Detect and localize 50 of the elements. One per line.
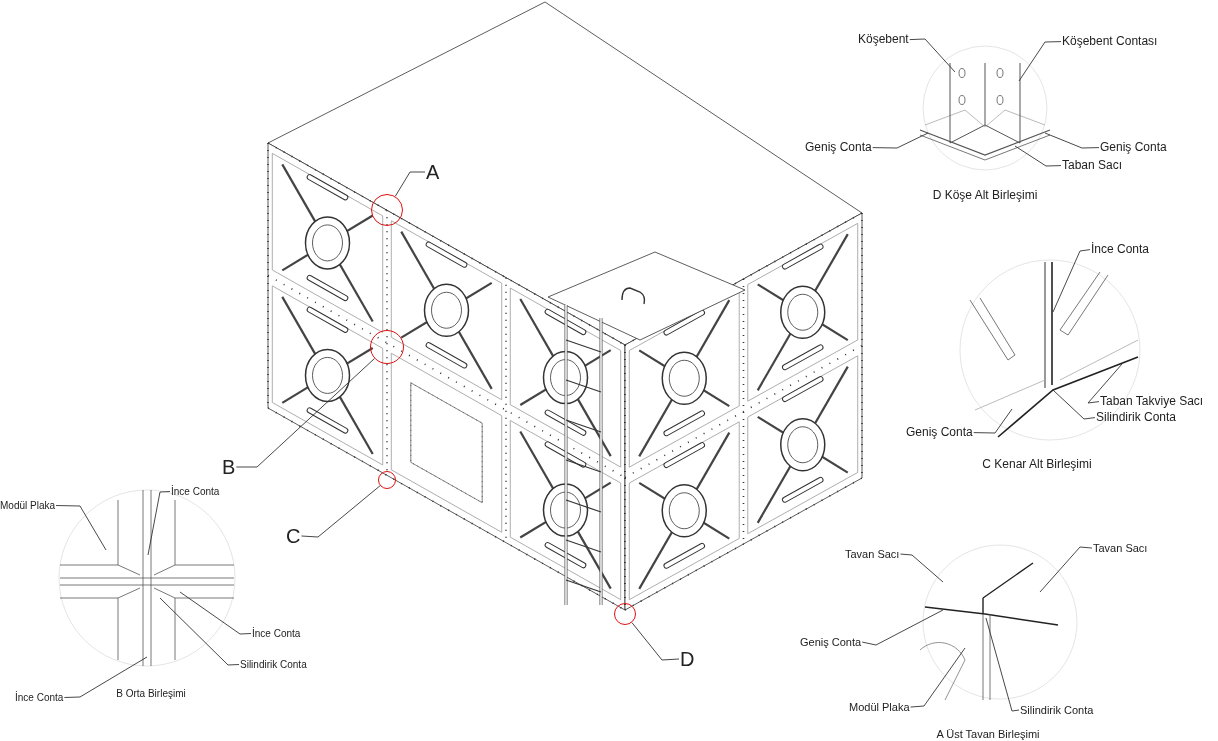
detail-caption: D Köşe Alt Birleşimi <box>932 189 1038 203</box>
leader-line <box>1018 41 1062 82</box>
part-label: Tavan Sacı <box>1093 542 1148 555</box>
detail-caption: B Orta Birleşimi <box>116 688 186 699</box>
part-label: Tavan Sacı <box>845 548 900 561</box>
callout-letter: B <box>222 456 236 478</box>
leader-line <box>909 38 956 73</box>
part-label: Taban Takviye Sacı <box>1100 395 1204 409</box>
part-label: Modül Plaka <box>849 701 910 714</box>
leader-line <box>63 656 148 698</box>
part-label: Taban Sacı <box>1062 159 1123 173</box>
callout-leader-line <box>631 622 680 661</box>
part-label: Köşebent Contası <box>1062 35 1158 49</box>
part-label: Modül Plaka <box>0 500 56 511</box>
leader-line <box>1044 132 1100 149</box>
part-label: Silindirik Conta <box>1096 411 1177 425</box>
leader-line <box>872 132 929 149</box>
leader-line <box>1052 389 1096 420</box>
leader-line <box>973 408 1013 434</box>
part-label: Geniş Conta <box>805 141 872 155</box>
part-label: İnce Conta <box>15 692 64 703</box>
part-label: İnce Conta <box>171 486 220 497</box>
leader-line <box>159 597 240 666</box>
callout-letter: C <box>286 525 301 547</box>
leader-line <box>55 505 107 551</box>
leader-line <box>1014 145 1062 167</box>
part-label: Geniş Conta <box>906 426 973 440</box>
part-label: İnce Conta <box>252 628 301 639</box>
leader-line <box>899 553 944 583</box>
part-label: Geniş Conta <box>1100 141 1167 155</box>
leader-line <box>1087 363 1123 404</box>
leader-line <box>910 647 966 708</box>
leader-line <box>179 591 252 635</box>
callout-leader-line <box>301 485 381 538</box>
callout-letter: D <box>680 648 695 670</box>
callout-leader-line <box>235 358 375 468</box>
callout-leader-line <box>394 171 426 197</box>
part-label: İnce Conta <box>1091 243 1150 257</box>
leader-line <box>1052 249 1091 313</box>
leader-line <box>1039 546 1093 593</box>
detail-caption: C Kenar Alt Birleşimi <box>982 458 1092 472</box>
part-label: Silindirik Conta <box>1020 704 1094 717</box>
part-label: Geniş Conta <box>800 636 862 649</box>
leader-line <box>147 491 171 556</box>
part-label: Silindirik Conta <box>240 659 307 670</box>
part-label: Köşebent <box>858 33 909 47</box>
leader-line <box>861 609 944 646</box>
callout-letter: A <box>426 161 440 183</box>
detail-caption: A Üst Tavan Birleşimi <box>936 728 1040 741</box>
leader-line <box>985 617 1020 712</box>
